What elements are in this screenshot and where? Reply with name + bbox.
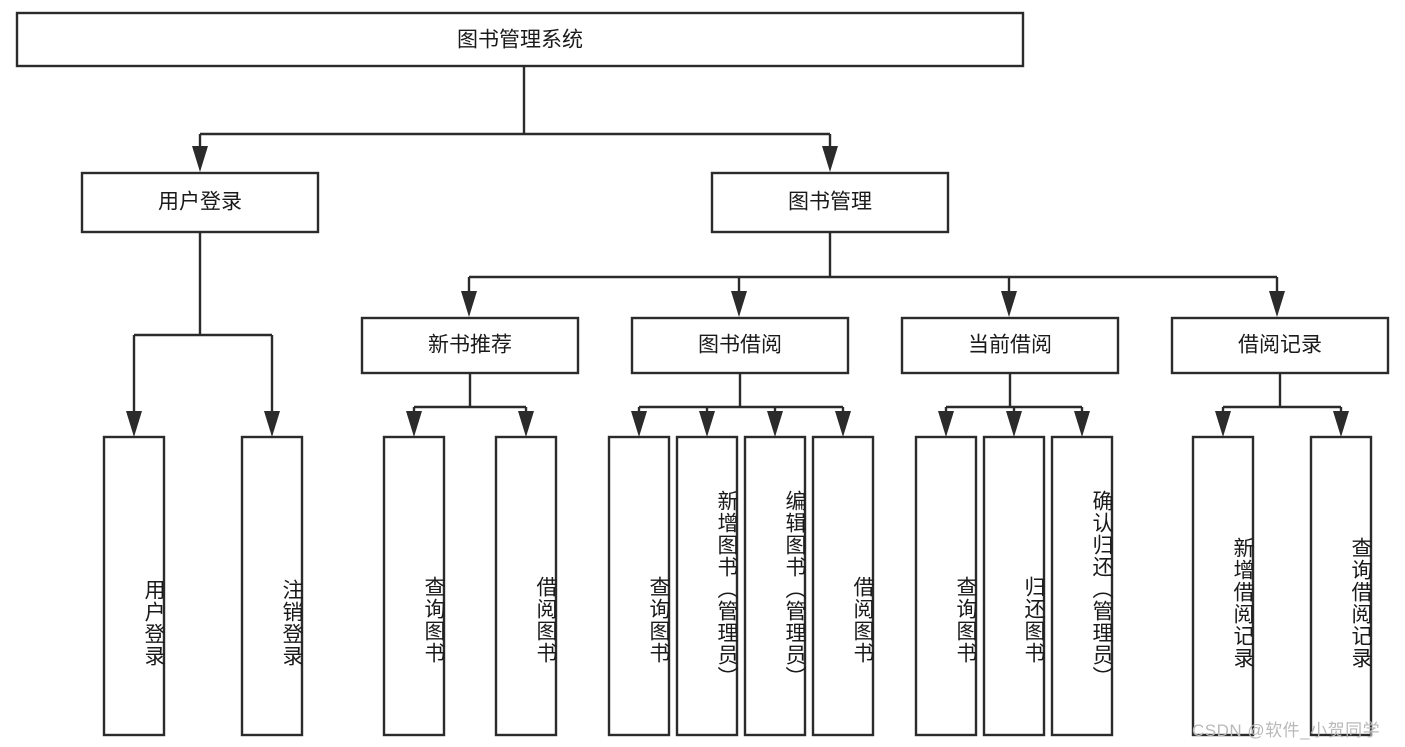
node-current-borrow-box[interactable] <box>900 316 1120 375</box>
arrow-head-icon <box>1333 411 1349 437</box>
node-user-login-label: 用户登录 <box>158 191 242 214</box>
leaf-box-borrow-record-1[interactable] <box>1309 435 1373 737</box>
arrow-head-icon <box>264 411 280 437</box>
connector-new-book-recommend-to-leaves <box>406 373 534 437</box>
leaf-box-current-borrow-0[interactable] <box>914 435 978 737</box>
node-book-management[interactable]: 图书管理 <box>710 171 950 234</box>
leaf-box-book-borrow-3[interactable] <box>811 435 875 737</box>
arrow-head-icon <box>1001 291 1017 317</box>
node-root-label: 图书管理系统 <box>457 29 583 52</box>
leaf-box-user-login-1[interactable] <box>240 435 304 737</box>
arrow-head-icon <box>1074 411 1090 437</box>
arrow-head-icon <box>731 291 747 317</box>
node-new-book-recommend[interactable]: 新书推荐 <box>360 316 580 375</box>
leaf-box-current-borrow-2[interactable] <box>1050 435 1114 737</box>
leaf-box-new-book-0[interactable] <box>382 435 446 737</box>
arrow-head-icon <box>699 411 715 437</box>
node-book-management-label: 图书管理 <box>788 191 872 214</box>
arrow-head-icon <box>835 411 851 437</box>
leaf-box-borrow-record-0[interactable] <box>1191 435 1255 737</box>
leaf-box-new-book-1[interactable] <box>494 435 558 737</box>
connector-book-management-to-level3 <box>461 232 1285 317</box>
connector-borrow-record-to-leaves <box>1215 373 1349 437</box>
node-current-borrow[interactable]: 当前借阅 <box>900 316 1120 375</box>
arrow-head-icon <box>1006 411 1022 437</box>
node-borrow-record-label: 借阅记录 <box>1238 334 1322 357</box>
arrow-head-icon <box>406 411 422 437</box>
connector-user-login-to-leaves <box>126 232 280 437</box>
arrow-head-icon <box>631 411 647 437</box>
leaf-box-book-borrow-2[interactable] <box>743 435 807 737</box>
arrow-head-icon <box>126 411 142 437</box>
leaf-box-book-borrow-1[interactable] <box>675 435 739 737</box>
node-new-book-recommend-label: 新书推荐 <box>428 334 512 357</box>
connector-book-borrow-to-leaves <box>631 373 851 437</box>
leaf-box-current-borrow-1[interactable] <box>982 435 1046 737</box>
node-user-login[interactable]: 用户登录 <box>80 171 320 234</box>
leaf-box-user-login-0[interactable] <box>102 435 166 737</box>
arrow-head-icon <box>822 146 838 172</box>
connector-current-borrow-to-leaves <box>938 373 1090 437</box>
node-book-borrow-label: 图书借阅 <box>698 334 782 357</box>
node-current-borrow-label: 当前借阅 <box>968 334 1052 357</box>
node-new-book-recommend-box[interactable] <box>360 316 580 375</box>
arrow-head-icon <box>461 291 477 317</box>
node-user-login-box[interactable] <box>80 171 320 234</box>
arrow-head-icon <box>192 146 208 172</box>
leaf-box-book-borrow-0[interactable] <box>607 435 671 737</box>
connector-root-to-level2 <box>192 66 838 172</box>
csdn-watermark: CSDN @软件_小贺同学 <box>1192 721 1381 740</box>
arrow-head-icon <box>1215 411 1231 437</box>
node-root-box[interactable] <box>15 11 1025 68</box>
arrow-head-icon <box>1269 291 1285 317</box>
node-book-borrow[interactable]: 图书借阅 <box>630 316 850 375</box>
arrow-head-icon <box>767 411 783 437</box>
arrow-head-icon <box>518 411 534 437</box>
node-borrow-record[interactable]: 借阅记录 <box>1170 316 1390 375</box>
node-root[interactable]: 图书管理系统 <box>15 11 1025 68</box>
arrow-head-icon <box>938 411 954 437</box>
